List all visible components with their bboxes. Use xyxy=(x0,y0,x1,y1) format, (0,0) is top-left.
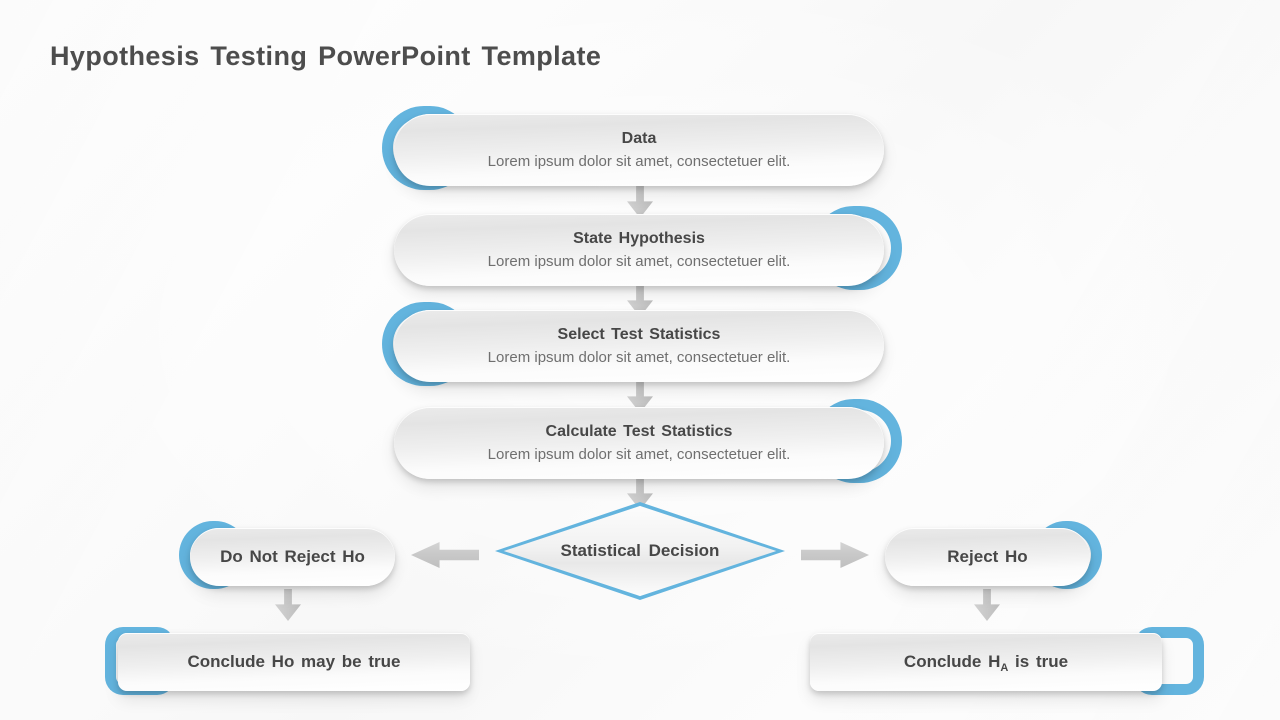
step-subtitle: Lorem ipsum dolor sit amet, consectetuer… xyxy=(487,153,791,171)
conclusion-label-prefix: Conclude H xyxy=(903,652,1001,671)
conclusion-label: Conclude Ho may be true xyxy=(187,652,401,671)
branch-card-do-not-reject-ho[interactable]: Do Not Reject Ho xyxy=(190,528,395,586)
arrow-left-decision-to-do-not-reject xyxy=(411,542,479,568)
step-title: State Hypothesis xyxy=(573,229,705,247)
step-title: Calculate Test Statistics xyxy=(545,422,733,440)
page-title: Hypothesis Testing PowerPoint Template xyxy=(50,41,602,71)
arrow-right-decision-to-reject xyxy=(801,542,869,568)
branch-label: Reject Ho xyxy=(947,547,1028,566)
step-subtitle: Lorem ipsum dolor sit amet, consectetuer… xyxy=(487,446,791,464)
branch-card-reject-ho[interactable]: Reject Ho xyxy=(885,528,1090,586)
step-subtitle: Lorem ipsum dolor sit amet, consectetuer… xyxy=(487,349,791,367)
step-subtitle: Lorem ipsum dolor sit amet, consectetuer… xyxy=(487,253,791,271)
decision-node-statistical-decision[interactable]: Statistical Decision xyxy=(495,502,785,600)
conclusion-card-ha-is-true[interactable]: Conclude HA is true xyxy=(810,633,1162,691)
arrow-down-reject-to-conclusion xyxy=(974,589,1000,621)
conclusion-label-suffix: is true xyxy=(1008,652,1069,671)
step-card-data[interactable]: Data Lorem ipsum dolor sit amet, consect… xyxy=(394,114,884,186)
arrow-down-do-not-reject-to-conclusion xyxy=(275,589,301,621)
step-title: Data xyxy=(621,129,657,147)
step-card-select-test-statistics[interactable]: Select Test Statistics Lorem ipsum dolor… xyxy=(394,310,884,382)
branch-label: Do Not Reject Ho xyxy=(220,547,365,566)
conclusion-label-subscript: A xyxy=(1000,662,1009,674)
step-title: Select Test Statistics xyxy=(557,325,721,343)
conclusion-card-ho-may-be-true[interactable]: Conclude Ho may be true xyxy=(118,633,470,691)
step-card-calculate-test-statistics[interactable]: Calculate Test Statistics Lorem ipsum do… xyxy=(394,407,884,479)
step-card-state-hypothesis[interactable]: State Hypothesis Lorem ipsum dolor sit a… xyxy=(394,214,884,286)
decision-label: Statistical Decision xyxy=(560,541,720,560)
conclusion-label: Conclude HA is true xyxy=(903,652,1069,674)
